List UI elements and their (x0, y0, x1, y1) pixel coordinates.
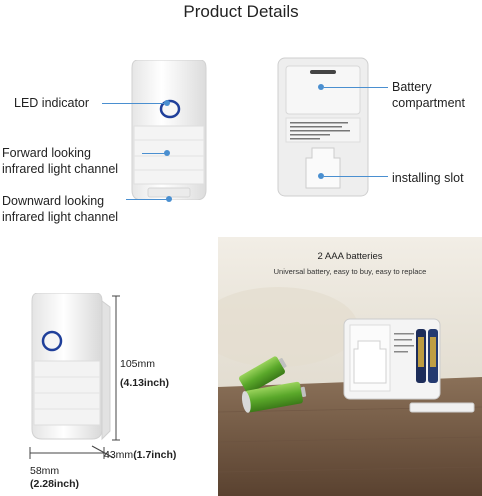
downward-leader-dot (166, 196, 172, 202)
battery-compartment-label-line2: compartment (392, 96, 465, 110)
led-leader-line (102, 103, 166, 104)
forward-channel-label-line2: infrared light channel (2, 162, 119, 176)
height-dimension: 105mm (4.13inch) (120, 358, 169, 390)
slot-leader-dot (318, 173, 324, 179)
downward-channel-label-line2: infrared light channel (2, 210, 119, 224)
downward-channel-label-line1: Downward looking (2, 194, 105, 208)
photo-subcaption: Universal battery, easy to buy, easy to … (273, 267, 427, 276)
depth-dimension: 43mm(1.7inch) (104, 449, 176, 462)
battery-compartment-label: Battery compartment (392, 79, 465, 111)
width-in: (2.28inch) (30, 478, 80, 490)
photo-caption: 2 AAA batteries (317, 251, 383, 262)
forward-leader-line (142, 153, 166, 154)
downward-leader-line (126, 199, 168, 200)
height-mm: 105mm (120, 358, 156, 370)
battery-compartment-label-line1: Battery (392, 80, 432, 94)
battery-leader-line (324, 87, 388, 88)
depth-in: (1.7inch) (133, 449, 177, 461)
forward-leader-dot (164, 150, 170, 156)
detector-dimensions-image (31, 293, 111, 441)
width-mm: 58mm (30, 465, 60, 477)
led-leader-dot (164, 100, 170, 106)
forward-channel-label-line1: Forward looking (2, 146, 91, 160)
installing-slot-label: installing slot (392, 171, 464, 185)
width-dimension: 58mm (2.28inch) (30, 465, 79, 491)
detector-back-image (277, 57, 369, 197)
forward-channel-label: Forward looking infrared light channel (2, 145, 118, 177)
led-indicator-label: LED indicator (14, 96, 90, 110)
height-in: (4.13inch) (120, 377, 170, 389)
slot-leader-line (324, 176, 388, 177)
battery-photo (218, 237, 482, 496)
depth-mm: 43mm (104, 449, 134, 461)
page-title: Product Details (183, 2, 299, 21)
battery-leader-dot (318, 84, 324, 90)
downward-channel-label: Downward looking infrared light channel (2, 193, 118, 225)
